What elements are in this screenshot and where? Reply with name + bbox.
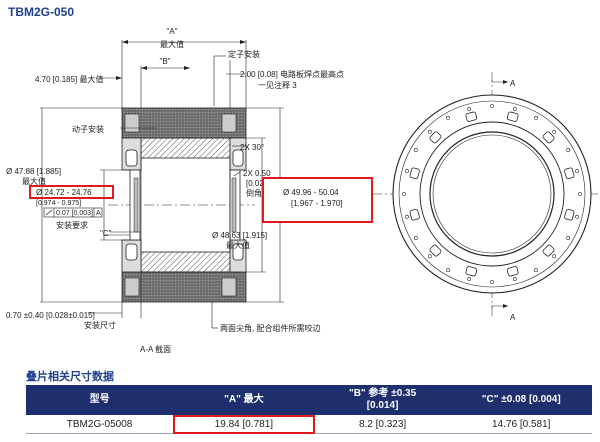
table-row: TBM2G-05008 19.84 [0.781] 8.2 [0.323] 14… — [26, 415, 592, 434]
section-drawing: "A" 最大值 "B" 定子安装 2.00 [0.08] 电路板焊点最高点 一见… — [6, 27, 600, 354]
cell-b-ref: 8.2 [0.323] — [314, 415, 451, 434]
runout-datum: A — [96, 210, 101, 217]
solder-pad — [427, 129, 432, 134]
solder-pad — [566, 148, 571, 152]
runout-frame: 0.07 [0.003] A — [43, 207, 103, 218]
section-marker-top: A — [510, 79, 516, 88]
stator-id-highlight-box — [262, 177, 373, 223]
cell-a-max: 19.84 [0.781] — [173, 415, 315, 434]
stator-tab — [506, 111, 519, 122]
solder-pad — [427, 254, 432, 259]
stator-tab — [429, 244, 442, 257]
dimension-arrows — [116, 40, 246, 80]
solder-pad — [512, 107, 517, 111]
install-requirement-label: 安装要求 — [56, 220, 88, 230]
stator-tab — [409, 167, 420, 180]
solder-pad — [446, 115, 450, 120]
stator-install-label: 定子安装 — [228, 49, 260, 59]
stator-tab — [429, 131, 442, 144]
solder-pad — [566, 236, 571, 240]
page-title: TBM2G-050 — [8, 5, 75, 19]
stator-tab — [542, 244, 555, 257]
dim-a-label: "A" — [166, 27, 177, 36]
width-4-70-label: 4.70 [0.185] 最大值 — [35, 74, 103, 84]
axial-dim-label: 0.70 ±0.40 [0.028±0.015] — [6, 311, 95, 320]
solder-pad — [575, 169, 579, 174]
runout-icon — [45, 209, 53, 216]
od-48-63-label: Ø 48.63 [1.915] — [212, 231, 267, 240]
both-ends-note: 两面尖角, 配合组件所需咬边 — [220, 323, 320, 333]
cell-model: TBM2G-05008 — [26, 415, 174, 434]
solder-pad — [413, 148, 418, 152]
stator-tab — [506, 266, 519, 277]
stator-tab — [564, 167, 575, 180]
rotor-install-label: 动子安装 — [72, 124, 104, 134]
section-view-aa — [108, 107, 255, 303]
dim-c-label: "C" — [100, 229, 112, 238]
solder-pad — [490, 104, 494, 108]
runout-value: 0.07 [0.003] — [56, 210, 93, 217]
bore-inch-label: [0.974 - 0.975] — [36, 200, 81, 207]
section-marker-bottom: A — [510, 313, 516, 322]
od-47-88-label: Ø 47.88 [1.885] — [6, 167, 61, 176]
solder-pad — [552, 254, 557, 259]
bore-dim-label: Ø 24.72 - 24.76 — [36, 188, 92, 197]
chamfer-dim-line3: 倒角 — [246, 188, 262, 198]
cell-c-tol: 14.76 [0.581] — [450, 415, 592, 434]
pcb-note-line1: 2.00 [0.08] 电路板焊点最高点 — [240, 69, 344, 79]
solder-pad — [446, 268, 450, 273]
solder-pad — [512, 277, 517, 281]
header-b-ref: "B" 参考 ±0.35 [0.014] — [314, 385, 451, 415]
top-dimension-lines — [100, 40, 247, 110]
solder-pad — [490, 280, 494, 284]
solder-pad — [467, 107, 472, 111]
solder-pad — [413, 236, 418, 240]
section-aa-caption: A-A 截面 — [140, 344, 171, 354]
solder-pad — [467, 277, 472, 281]
solder-pad — [534, 268, 538, 273]
table-title: 叠片相关尺寸数据 — [26, 371, 114, 383]
stator-tab — [409, 208, 420, 221]
lamination-data-table: 型号 "A" 最大 "B" 参考 ±0.35 [0.014] "C" ±0.08… — [26, 385, 592, 434]
stator-id-label: Ø 49.96 - 50.04 — [283, 188, 339, 197]
stator-tab — [465, 111, 478, 122]
chamfer-dim-line2: [0.020] — [246, 179, 270, 188]
header-a-max: "A" 最大 — [173, 385, 315, 415]
stator-tab — [564, 208, 575, 221]
axial-note-label: 安装尺寸 — [84, 320, 116, 330]
stator-tab — [542, 131, 555, 144]
chamfer-angle-label: 2X 30° — [240, 143, 264, 152]
header-model: 型号 — [26, 385, 174, 415]
bore-highlight-box — [29, 185, 114, 199]
table-header-row: 型号 "A" 最大 "B" 参考 ±0.35 [0.014] "C" ±0.08… — [26, 385, 592, 415]
solder-pad — [402, 192, 406, 196]
od-48-63-max-label: 最大值 — [226, 240, 250, 250]
chamfer-dim-line1: 2X 0.50 — [243, 169, 271, 178]
solder-pad — [405, 169, 409, 174]
solder-pad — [405, 214, 409, 219]
header-c-tol: "C" ±0.08 [0.004] — [450, 385, 592, 415]
pcb-note-line2: 一见注释 3 — [258, 80, 297, 90]
solder-pad — [552, 129, 557, 134]
dim-b-label: "B" — [159, 57, 170, 66]
stator-id-inch-label: [1.967 - 1.970] — [291, 199, 343, 208]
dim-a-max-label: 最大值 — [160, 39, 184, 49]
solder-pad — [575, 214, 579, 219]
stator-tab — [465, 266, 478, 277]
face-view — [372, 72, 600, 316]
solder-pad — [534, 115, 538, 120]
od-47-88-max-label: 最大值 — [22, 176, 46, 186]
solder-pad — [578, 192, 582, 196]
